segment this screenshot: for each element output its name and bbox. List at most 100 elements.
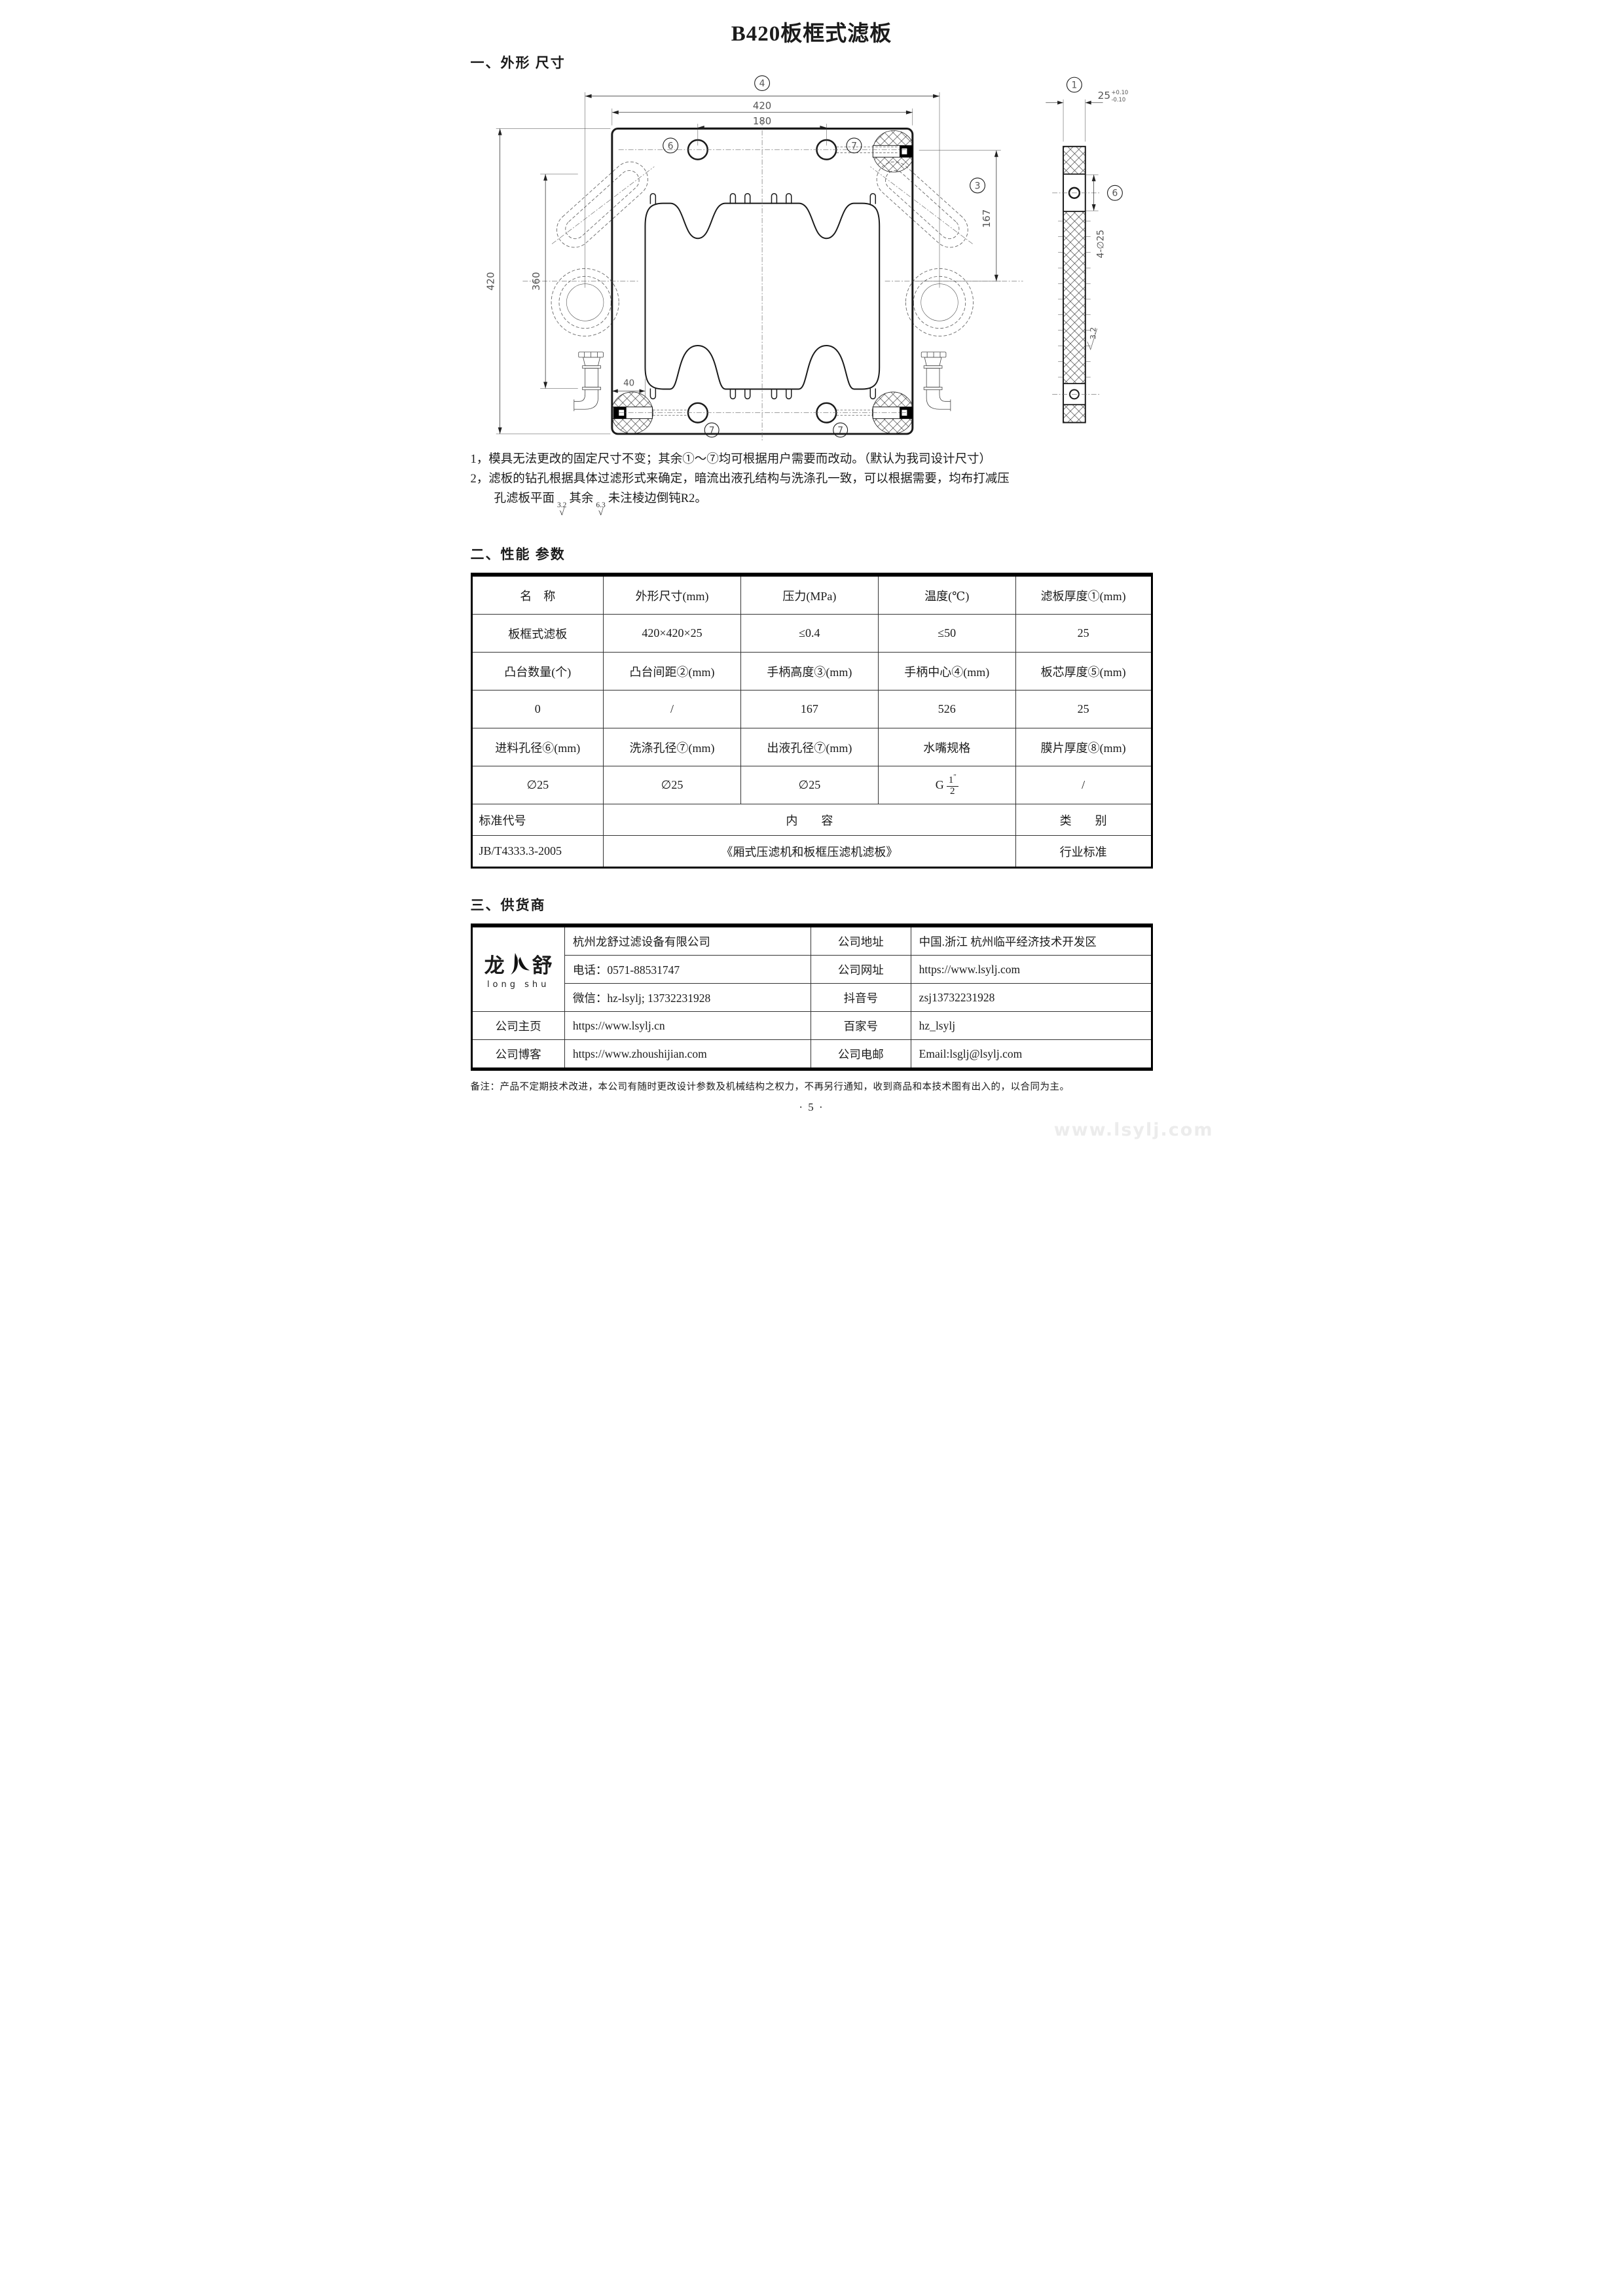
page: B420板框式滤板 一、外形 尺寸 [470,0,1153,1114]
table-row: 公司主页 https://www.lsylj.cn 百家号 hz_lsylj [471,1011,1152,1041]
dim-edge-offset: 40 [623,379,634,389]
cell-handle-height: 167 [740,690,879,729]
cell-name: 板框式滤板 [471,614,604,653]
logo-characters: 龙 舒 [477,949,560,978]
col-header-boss-spacing: 凸台间距②(mm) [603,652,741,691]
performance-table: 名 称 外形尺寸(mm) 压力(MPa) 温度(℃) 滤板厚度①(mm) 板框式… [470,573,1153,869]
clamp-marks [611,145,913,420]
col-header-temperature: 温度(℃) [877,574,1016,615]
roughness-symbol-6-3: 6.3√ [596,501,606,518]
table-row: 龙 舒 long shu 杭州龙舒过滤设备有限公司 公司地址 中国.浙江 杭州临… [471,925,1152,1013]
front-view [522,120,1023,441]
balloon-handle-center: 4 [754,75,770,92]
handle-and-faucet-left [549,154,655,412]
balloon-handle-height: 3 [969,177,985,194]
note-line-2: 2，滤板的钻孔根据具体过滤形式来确定，暗流出液孔结构与洗涤孔一致，可以根据需要，… [470,472,1010,486]
dim-inner-height: 360 [530,272,542,291]
page-title: B420板框式滤板 [731,22,892,46]
label-email: 公司电邮 [810,1039,911,1070]
col-header-nozzle-spec: 水嘴规格 [877,728,1016,767]
groove-ticks [1057,221,1091,378]
table-row: 凸台数量(个) 凸台间距②(mm) 手柄高度③(mm) 手柄中心④(mm) 板芯… [471,652,1152,691]
logo-subtitle: long shu [486,980,550,990]
supplier-table: 龙 舒 long shu 杭州龙舒过滤设备有限公司 公司地址 中国.浙江 杭州临… [470,924,1153,1071]
col-header-size: 外形尺寸(mm) [603,574,741,615]
table-row: 板框式滤板 420×420×25 ≤0.4 ≤50 25 [471,614,1152,653]
drawing-notes: 1，模具无法更改的固定尺寸不变；其余①～⑦均可根据用户需要而改动。（默认为我司设… [471,450,1153,518]
cell-membrane-thickness: / [1015,766,1152,805]
col-header-handle-height: 手柄高度③(mm) [740,652,879,691]
balloon-side-hole: 6 [1106,185,1123,201]
cell-temperature: ≤50 [877,614,1016,653]
balloon-wash-hole: 7 [846,137,862,154]
cell-plate-thickness: 25 [1015,614,1152,653]
col-header-membrane-thickness: 膜片厚度⑧(mm) [1015,728,1152,767]
balloon-outlet-right: 7 [832,422,848,438]
company-homepage: https://www.lsylj.cn [564,1011,811,1041]
col-header-standard-category: 类 别 [1015,804,1152,836]
label-homepage: 公司主页 [471,1011,565,1041]
cell-outlet-hole: ∅25 [740,766,879,805]
table-row: 电话：0571-88531747 公司网址 https://www.lsylj.… [471,955,1152,984]
drilled-channels [652,146,899,416]
label-blog: 公司博客 [471,1039,565,1070]
dim-thickness-tol-plus: +0.10 [1111,89,1128,96]
table-row: 标准代号 内 容 类 别 [471,804,1152,836]
col-header-pressure: 压力(MPa) [740,574,879,615]
cell-feed-hole: ∅25 [471,766,604,805]
side-view: 1 25 +0.10 -0.10 6 4-∅25 3.2 [1045,77,1128,423]
dim-height: 420 [484,272,496,291]
cell-standard-code: JB/T4333.3-2005 [471,835,604,869]
watermark: www.lsylj.com [1053,1120,1214,1140]
logo-brush-mark-icon [510,952,530,975]
balloon-outlet-left: 7 [704,422,720,438]
col-header-core-thickness: 板芯厚度⑤(mm) [1015,652,1152,691]
label-company-website: 公司网址 [810,955,911,984]
table-row: JB/T4333.3-2005 《厢式压滤机和板框压滤机滤板》 行业标准 [471,835,1152,869]
company-address: 中国.浙江 杭州临平经济技术开发区 [910,925,1152,956]
company-website: https://www.lsylj.com [910,955,1152,984]
company-baijiahao: hz_lsylj [910,1011,1152,1041]
svg-text:3: 3 [974,181,980,191]
table-row: 0 / 167 526 25 [471,690,1152,729]
mesh-tabs [649,193,876,400]
footer-note: 备注：产品不定期技术改进，本公司有随时更改设计参数及机械结构之权力，不再另行通知… [470,1082,1070,1093]
outline-drawing: 4 420 180 420 360 [471,73,1153,444]
col-header-feed-hole: 进料孔径⑥(mm) [471,728,604,767]
section-heading-performance: 二、性能 参数 [470,547,566,563]
balloon-thickness: 1 [1066,77,1082,93]
svg-text:6: 6 [667,141,673,151]
col-header-handle-center: 手柄中心④(mm) [877,652,1016,691]
cell-standard-category: 行业标准 [1015,835,1152,869]
table-row: 进料孔径⑥(mm) 洗涤孔径⑦(mm) 出液孔径⑦(mm) 水嘴规格 膜片厚度⑧… [471,728,1152,767]
company-logo: 龙 舒 long shu [471,925,565,1013]
cell-pressure: ≤0.4 [740,614,879,653]
surface-roughness-mark: 3.2 [1086,327,1097,351]
cell-core-thickness: 25 [1015,690,1152,729]
col-header-wash-hole: 洗涤孔径⑦(mm) [603,728,741,767]
svg-text:7: 7 [851,141,857,151]
company-name: 杭州龙舒过滤设备有限公司 [564,925,811,956]
cell-boss-spacing: / [603,690,741,729]
table-row: 名 称 外形尺寸(mm) 压力(MPa) 温度(℃) 滤板厚度①(mm) [471,574,1152,615]
dim-hole-span: 180 [752,115,771,127]
svg-text:3.2: 3.2 [1088,327,1097,340]
filter-plate-drawing: 4 420 180 420 360 [484,75,1128,441]
dim-handle-height: 167 [980,209,992,228]
col-header-boss-count: 凸台数量(个) [471,652,604,691]
filter-mesh-area [644,202,880,390]
col-header-name: 名 称 [471,574,604,615]
company-douyin: zsj13732231928 [910,983,1152,1013]
balloon-feed-hole: 6 [662,137,678,154]
section-heading-outline: 一、外形 尺寸 [470,55,566,71]
svg-text:1: 1 [1071,81,1077,91]
roughness-symbol-3-2: 3.2√ [557,501,567,518]
col-header-plate-thickness: 滤板厚度①(mm) [1015,574,1152,615]
dim-thickness: 25 [1097,90,1110,101]
note-line-1: 1，模具无法更改的固定尺寸不变；其余①～⑦均可根据用户需要而改动。（默认为我司设… [470,453,992,466]
svg-text:7: 7 [837,425,843,436]
col-header-standard-code: 标准代号 [471,804,604,836]
